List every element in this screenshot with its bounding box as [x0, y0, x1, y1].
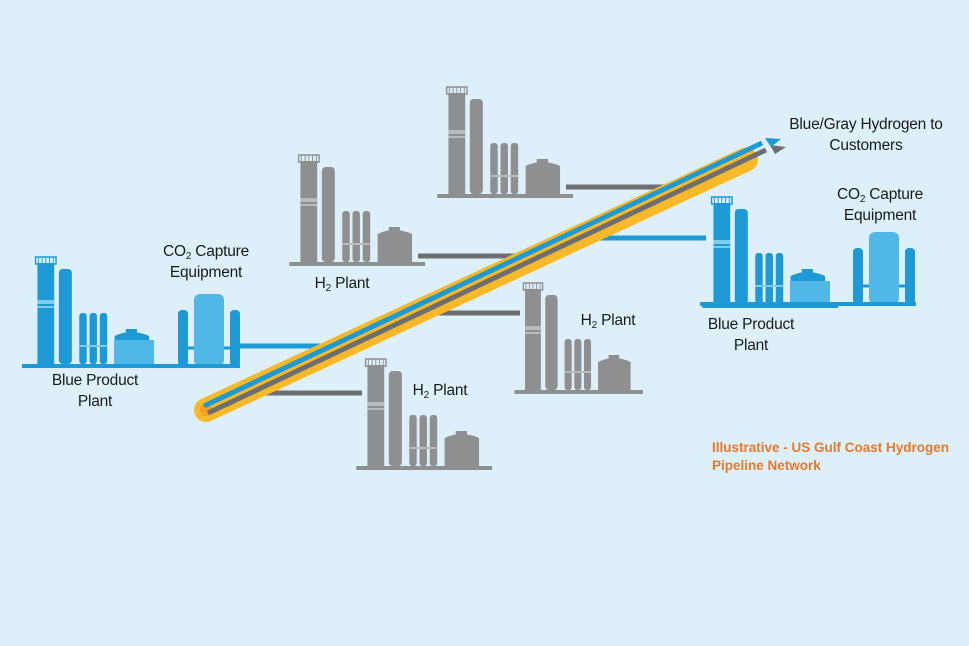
- tower-band: [300, 204, 318, 206]
- co2-capture-label-left: CO2 Capture Equipment: [162, 243, 250, 281]
- capture-column: [230, 310, 240, 366]
- small-column: [584, 339, 592, 390]
- plants: [22, 86, 916, 470]
- column: [321, 167, 335, 262]
- small-column: [352, 211, 360, 262]
- small-column: [89, 313, 97, 364]
- plant-base: [356, 466, 493, 470]
- plant-base: [700, 302, 916, 306]
- small-column: [574, 339, 582, 390]
- illustrative-note: Illustrative - US Gulf Coast Hydrogen Pi…: [712, 440, 950, 473]
- output-label-line2: Customers: [829, 137, 903, 154]
- arrow-icon: [765, 138, 781, 147]
- tower: [37, 263, 55, 364]
- small-column: [429, 415, 438, 466]
- blue-product-plant-label-left: Blue Product Plant: [51, 372, 139, 410]
- h2-plant-label-lower: H2 Plant: [412, 382, 468, 401]
- tower-band: [448, 136, 466, 138]
- h2-plant-label-mid: H2 Plant: [580, 312, 636, 331]
- h2-plant-lower: [356, 358, 493, 470]
- column: [545, 295, 558, 390]
- co2-capture-equipment-icon: [178, 294, 240, 366]
- column: [734, 209, 748, 304]
- tower-band: [525, 326, 541, 330]
- capture-vessel: [869, 232, 899, 304]
- h2-plant-upper: [289, 154, 426, 266]
- tower-band: [713, 240, 731, 244]
- storage-tank: [598, 362, 631, 390]
- small-column: [765, 253, 773, 304]
- blue-product-plant-label-right: Blue Product Plant: [707, 316, 795, 354]
- small-column: [490, 143, 498, 194]
- capture-column: [905, 248, 915, 304]
- tower-band: [367, 408, 385, 410]
- gray-hydrogen-line: [206, 147, 768, 416]
- capture-column: [178, 310, 188, 366]
- small-column: [99, 313, 108, 364]
- small-column: [510, 143, 519, 194]
- storage-tank: [525, 166, 561, 194]
- column: [388, 371, 402, 466]
- co2-capture-equipment-icon: [853, 232, 915, 304]
- small-column: [79, 313, 87, 364]
- small-column: [362, 211, 371, 262]
- tower-band: [37, 300, 55, 304]
- tower: [713, 203, 731, 304]
- h2-plant-mid: [514, 282, 643, 394]
- tower-band: [367, 402, 385, 406]
- small-column: [564, 339, 572, 390]
- tower: [525, 289, 541, 390]
- storage-tank: [444, 438, 480, 466]
- co2-capture-label-right: CO2 Capture Equipment: [836, 186, 924, 224]
- plant-base: [514, 390, 643, 394]
- hydrogen-pipeline: [194, 138, 786, 422]
- blue-storage-tank: [114, 340, 154, 366]
- small-column: [419, 415, 427, 466]
- h2-plant-top: [437, 86, 574, 198]
- tower-band: [525, 332, 541, 334]
- blue-storage-tank: [790, 281, 830, 306]
- small-column: [755, 253, 763, 304]
- small-column: [409, 415, 417, 466]
- h2-plant-label-upper: H2 Plant: [314, 275, 370, 294]
- plant-base: [22, 364, 240, 368]
- small-column: [500, 143, 508, 194]
- capture-vessel: [194, 294, 224, 366]
- tower-band: [37, 306, 55, 308]
- small-column: [775, 253, 784, 304]
- column: [58, 269, 72, 364]
- blue-hydrogen-line: [202, 140, 764, 409]
- plant-base: [289, 262, 426, 266]
- tower: [300, 161, 318, 262]
- column: [469, 99, 483, 194]
- tower: [448, 93, 466, 194]
- storage-tank: [377, 234, 413, 262]
- arrow-icon: [770, 145, 786, 154]
- tower-band: [448, 130, 466, 134]
- output-label: Blue/Gray Hydrogen to Customers: [772, 114, 960, 156]
- tower: [367, 365, 385, 466]
- capture-column: [853, 248, 863, 304]
- tower-band: [713, 246, 731, 248]
- plant-base: [437, 194, 574, 198]
- tower-band: [300, 198, 318, 202]
- output-label-line1: Blue/Gray Hydrogen to: [789, 116, 943, 133]
- small-column: [342, 211, 350, 262]
